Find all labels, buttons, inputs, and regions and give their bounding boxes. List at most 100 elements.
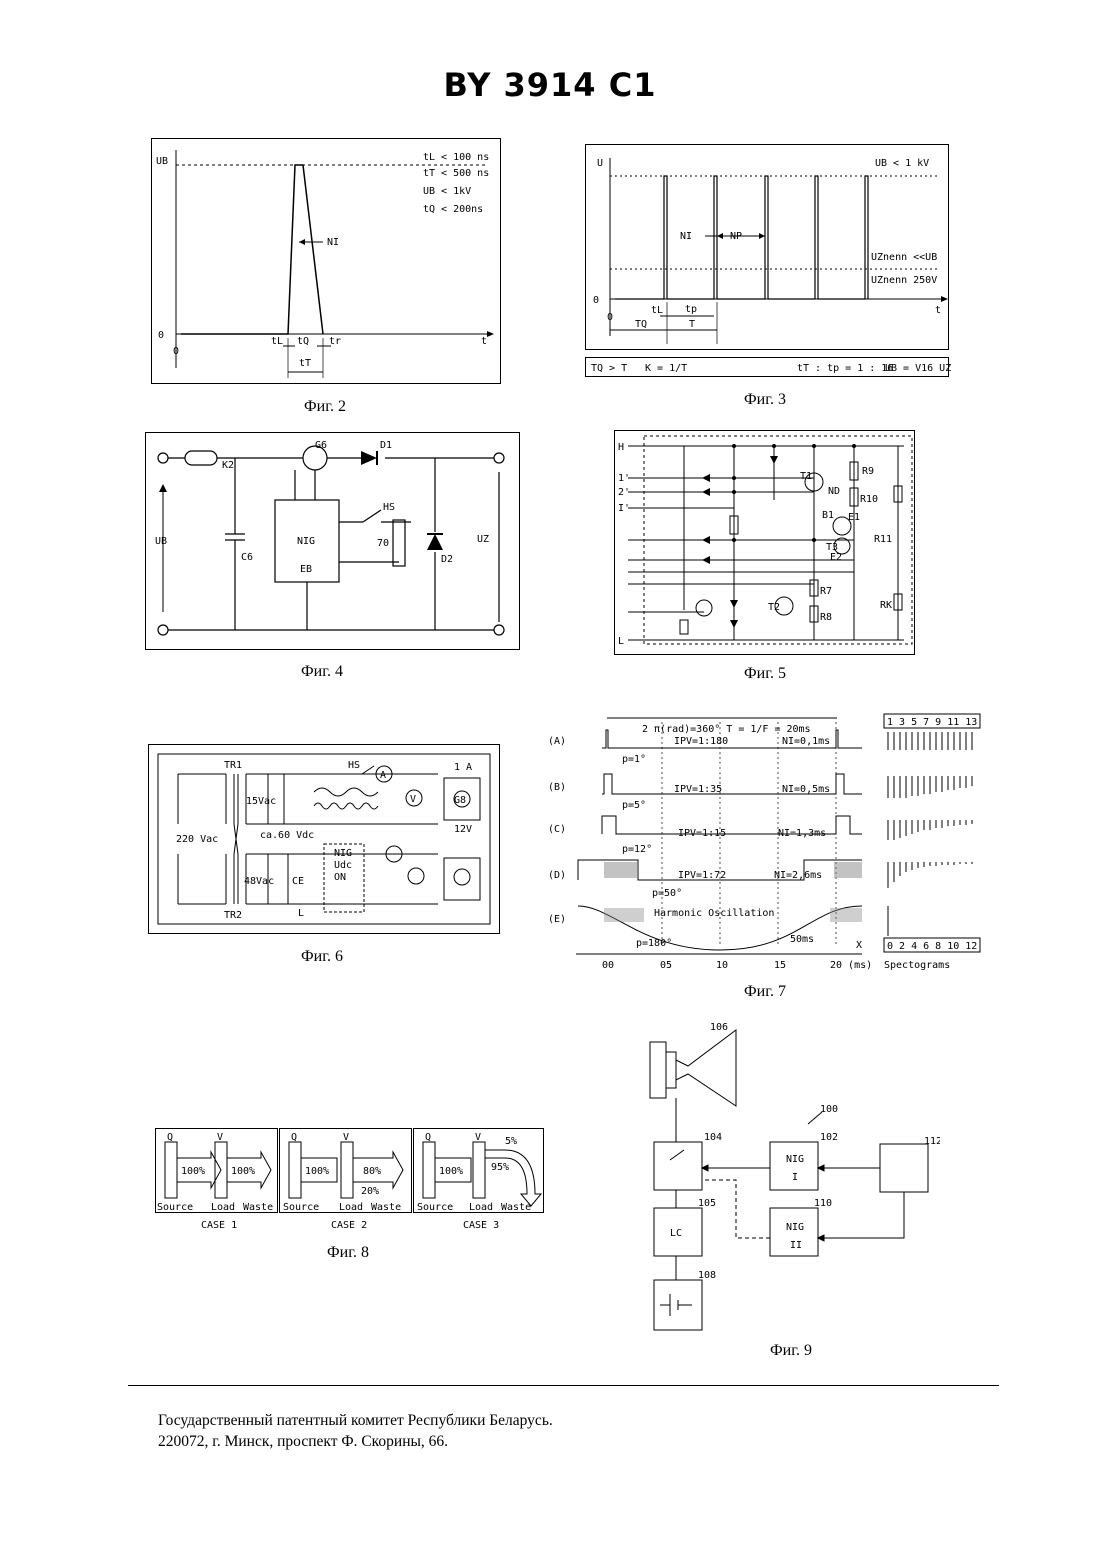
fig6-tr2: TR2 [224, 910, 242, 921]
fig9-100: 100 [820, 1104, 838, 1115]
fig2-zero-x-label: 0 [173, 346, 179, 357]
fig7-row-tag: (E) [548, 914, 566, 925]
fig9-106: 106 [710, 1022, 728, 1033]
fig2-ub-label: UB [156, 156, 168, 167]
fig8-q: Q [167, 1132, 173, 1143]
fig5-l: L [618, 636, 624, 647]
fig6-a: A [380, 770, 386, 781]
fig5-ione: I' [618, 503, 630, 514]
fig6-one-a: 1 A [454, 762, 472, 773]
fig7-p: p=50° [652, 888, 682, 899]
figure-9-caption: Фиг. 9 [746, 1342, 836, 1360]
footer-line-2: 220072, г. Минск, проспект Ф. Скорины, 6… [158, 1431, 553, 1452]
block-diagram-9: 106 100 104 102 112 105 110 108 LC NIG I… [640, 1020, 940, 1336]
fig3-bar-d: UB = V16 UZ [885, 363, 951, 374]
fig3-bar-b: K = 1/T [645, 363, 687, 374]
fig4-nig: NIG [297, 536, 315, 547]
fig6-on: ON [334, 872, 346, 883]
fig2-param: tT < 500 ns [423, 168, 489, 179]
fig3-uz2-label: UZnenn 250V [871, 275, 937, 286]
figure-8-caption: Фиг. 8 [303, 1244, 393, 1262]
fig8-waste: Waste [501, 1202, 531, 1213]
fig3-np-label: NP [730, 231, 742, 242]
fig8-waste: Waste [371, 1202, 401, 1213]
waveform-diagram-7: 2 π(rad)=360° T = 1/F = 20ms (A) (B) (C)… [542, 710, 984, 976]
fig7-row-tag: (C) [548, 824, 566, 835]
fig3-ni-label: NI [680, 231, 692, 242]
fig8-v: V [217, 1132, 223, 1143]
fig8-waste: Waste [243, 1202, 273, 1213]
fig8-v: V [475, 1132, 481, 1143]
fig3-ub-label: UB < 1 kV [875, 158, 929, 169]
fig4-d2: D2 [441, 554, 453, 565]
fig8-case1-out: 100% [231, 1166, 255, 1177]
fig7-tick: 00 [602, 960, 614, 971]
fig7-tick: 15 [774, 960, 786, 971]
fig7-x: X [856, 940, 862, 951]
fig5-two: 2' [618, 487, 630, 498]
fig3-T-label: T [689, 319, 695, 330]
pulse-train-diagram: U 0 0 t NI NP tL tp TQ T UB < 1 kV UZnen… [585, 144, 951, 382]
fig5-e2: E2 [830, 552, 842, 563]
fig8-case3-name: CASE 3 [463, 1220, 499, 1231]
fig7-tick: 20 (ms) [830, 960, 872, 971]
fig6-ce: CE [292, 876, 304, 887]
fig5-nd: ND [828, 486, 840, 497]
fig6-tr1: TR1 [224, 760, 242, 771]
figure-5-caption: Фиг. 5 [720, 665, 810, 683]
fig7-ni: NI=2,6ms [774, 870, 822, 881]
fig8-case1-in: 100% [181, 1166, 205, 1177]
fig8-v: V [343, 1132, 349, 1143]
fig7-ipv: IPV=1:35 [674, 784, 722, 795]
fig4-eb: EB [300, 564, 312, 575]
fig8-case2-in: 100% [305, 1166, 329, 1177]
fig7-spec-bottom: 0 2 4 6 8 10 12 14 [887, 941, 984, 952]
pulse-diagram: UB 0 0 t NI tL tQ tr tT tL < 100 ns tT <… [151, 138, 501, 386]
fig9-lc: LC [670, 1228, 682, 1239]
fig7-tick: 05 [660, 960, 672, 971]
fig7-ni: NI=0,5ms [782, 784, 830, 795]
fig3-tp-label: tp [685, 304, 697, 315]
fig7-p: p=180° [636, 938, 672, 949]
document-title: BY 3914 C1 [0, 66, 1100, 104]
figure-5: H L 1' 2' I' T1 T2 T3 R9 R10 R11 R7 R8 N… [614, 430, 916, 656]
fig5-r9: R9 [862, 466, 874, 477]
fig8-source: Source [157, 1202, 193, 1213]
fig5-r8: R8 [820, 612, 832, 623]
fig7-tick: 10 [716, 960, 728, 971]
energy-flow-diagram: Q V Q V Q V 100% 100% 100% 80% 20% 100% … [155, 1128, 545, 1232]
fig5-one: 1' [618, 473, 630, 484]
fig3-tl-label: tL [651, 305, 663, 316]
footer-divider [128, 1385, 999, 1386]
fig6-v220: 220 Vac [176, 834, 218, 845]
fig6-udc: Udc [334, 860, 352, 871]
fig2-tr-label: tr [329, 336, 341, 347]
figure-2-caption: Фиг. 2 [280, 398, 370, 416]
figure-3-caption: Фиг. 3 [720, 391, 810, 409]
fig6-nig: NIG [334, 848, 352, 859]
fig3-u-label: U [597, 158, 603, 169]
fig3-t-label: t [935, 305, 941, 316]
fig7-fifty: 50ms [790, 934, 814, 945]
fig7-spectrograms: Spectograms [884, 960, 950, 971]
fig8-source: Source [417, 1202, 453, 1213]
fig2-tq-label: tQ [297, 336, 309, 347]
fig6-twelve: 12V [454, 824, 472, 835]
figure-4: K2 G6 D1 UB C6 NIG EB HS 70 D2 UZ [145, 432, 521, 652]
figure-7-caption: Фиг. 7 [720, 983, 810, 1001]
fig5-rk: RK [880, 600, 892, 611]
fig9-112: 112 [924, 1136, 940, 1147]
fig2-tl-label: tL [271, 336, 283, 347]
fig2-ni-label: NI [327, 237, 339, 248]
fig4-r70: 70 [377, 538, 389, 549]
fig4-c6: C6 [241, 552, 253, 563]
figure-6: TR1 TR2 220 Vac 15Vac 48Vac ca.60 Vdc HS… [148, 744, 501, 936]
fig4-uz: UZ [477, 534, 489, 545]
fig7-spec-top: 1 3 5 7 9 11 13 15 [887, 717, 984, 728]
fig7-harmonic: Harmonic Oscillation [654, 908, 774, 919]
fig7-ipv: IPV=1:180 [674, 736, 728, 747]
fig8-load: Load [469, 1202, 493, 1213]
figure-4-caption: Фиг. 4 [277, 663, 367, 681]
fig8-source: Source [283, 1202, 319, 1213]
fig5-t1: T1 [800, 471, 812, 482]
